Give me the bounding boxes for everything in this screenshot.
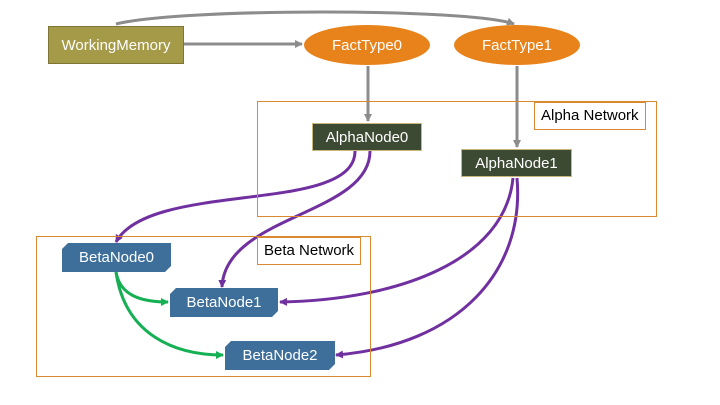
beta-node-2: BetaNode2 [225, 341, 335, 370]
beta-network-label: Beta Network [257, 237, 362, 265]
edge-betanode0-to-betanode2 [114, 271, 224, 359]
fact-type-1-node: FactType1 [454, 25, 580, 65]
alpha-network-label: Alpha Network [534, 102, 646, 130]
alpha-node-0: AlphaNode0 [312, 123, 422, 151]
working-memory-node: WorkingMemory [48, 26, 184, 64]
fact-type-0-node: FactType0 [304, 25, 430, 65]
edge-alphanode1-to-betanode2 [335, 177, 520, 359]
alpha-node-1: AlphaNode1 [461, 149, 572, 177]
edge-alphanode1-to-betanode1 [279, 177, 515, 306]
alpha-network-group [257, 101, 657, 217]
beta-network-group [36, 236, 371, 377]
edge-wm-to-facttype1 [115, 10, 515, 26]
edge-alphanode0-to-betanode0 [114, 150, 357, 243]
beta-node-1: BetaNode1 [170, 288, 278, 317]
beta-node-0: BetaNode0 [62, 243, 171, 272]
